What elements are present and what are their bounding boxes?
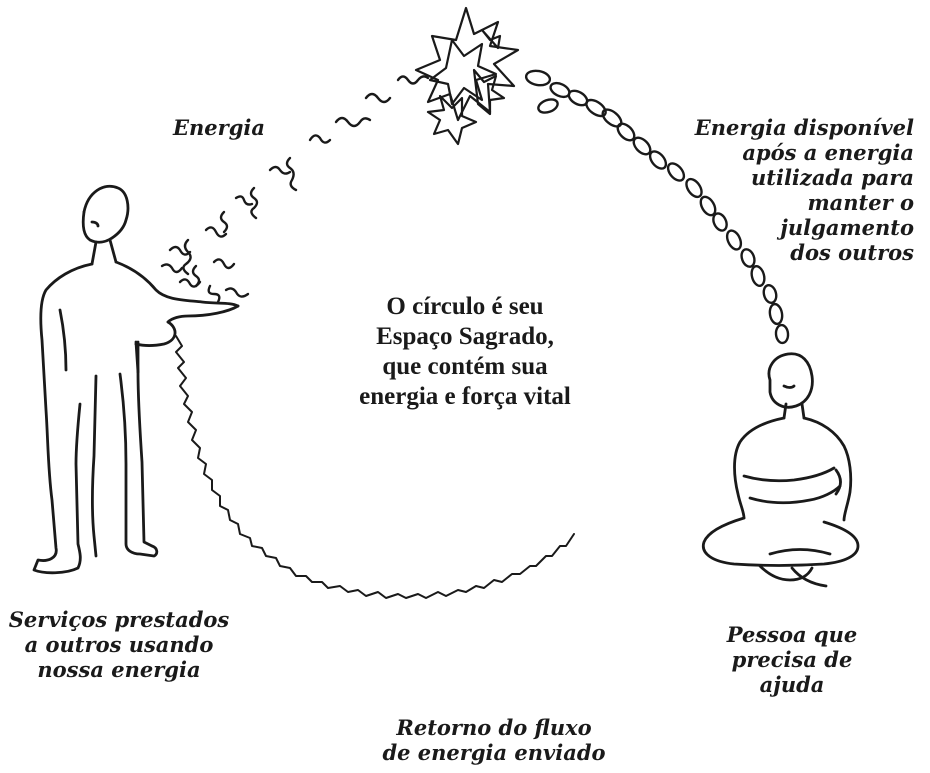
person-line: ajuda [759,672,825,697]
star-burst-icon [414,6,520,146]
person-line: precisa de [731,647,853,672]
center-text-line: Espaço Sagrado, [376,323,554,350]
energy-available-label: Energia disponível após a energia utiliz… [682,115,914,265]
energy-available-line: manter o [807,190,914,215]
services-line: a outros usando [24,632,214,657]
center-text-line: O círculo é seu [386,293,544,320]
energy-label-text: Energia [173,115,265,140]
energy-available-line: após a energia [742,140,914,165]
return-flow-label: Retorno do fluxo de energia enviado [370,715,618,765]
energy-available-line: Energia disponível [694,115,914,140]
energy-available-line: utilizada para [751,165,914,190]
return-flow-line: Retorno do fluxo [396,715,592,740]
center-text: O círculo é seu Espaço Sagrado, que cont… [318,292,612,412]
energy-available-line: julgamento [780,215,914,240]
services-label: Serviços prestados a outros usando nossa… [6,607,232,682]
standing-person-icon [32,185,240,575]
energy-available-line: dos outros [790,240,914,265]
energy-wave-trail [160,75,430,304]
center-text-line: que contém sua [382,353,548,380]
person-line: Pessoa que [726,622,858,647]
center-text-line: energia e força vital [359,383,571,410]
return-flow-line: de energia enviado [382,740,606,765]
services-line: nossa energia [37,657,201,682]
person-label: Pessoa que precisa de ajuda [718,622,866,697]
energy-bean-trail [524,69,790,345]
services-line: Serviços prestados [8,607,230,632]
seated-meditating-person-icon [701,352,860,588]
return-flow-zigzag [175,335,575,599]
energy-label: Energia [173,115,265,140]
